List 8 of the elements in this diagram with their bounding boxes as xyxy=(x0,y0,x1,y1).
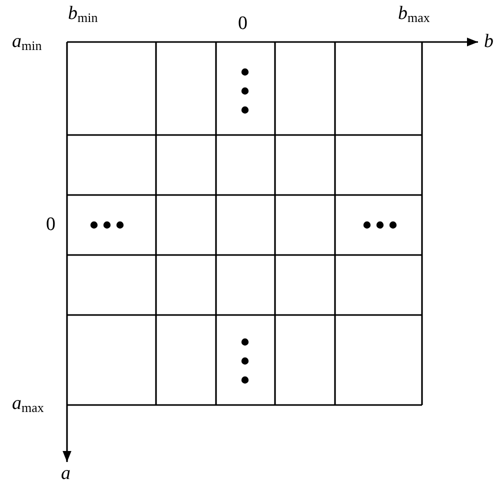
axis-label: 0 xyxy=(238,14,248,34)
axis-label: b$_{max}$ xyxy=(398,4,430,27)
axis-label: a xyxy=(61,464,70,484)
axis-label: a$_{max}$ xyxy=(12,394,44,417)
axis-label: b$_{min}$ xyxy=(68,4,98,27)
axis-label: b xyxy=(484,32,494,52)
axis-label: a$_{min}$ xyxy=(12,32,42,55)
axis-label: 0 xyxy=(46,215,56,235)
